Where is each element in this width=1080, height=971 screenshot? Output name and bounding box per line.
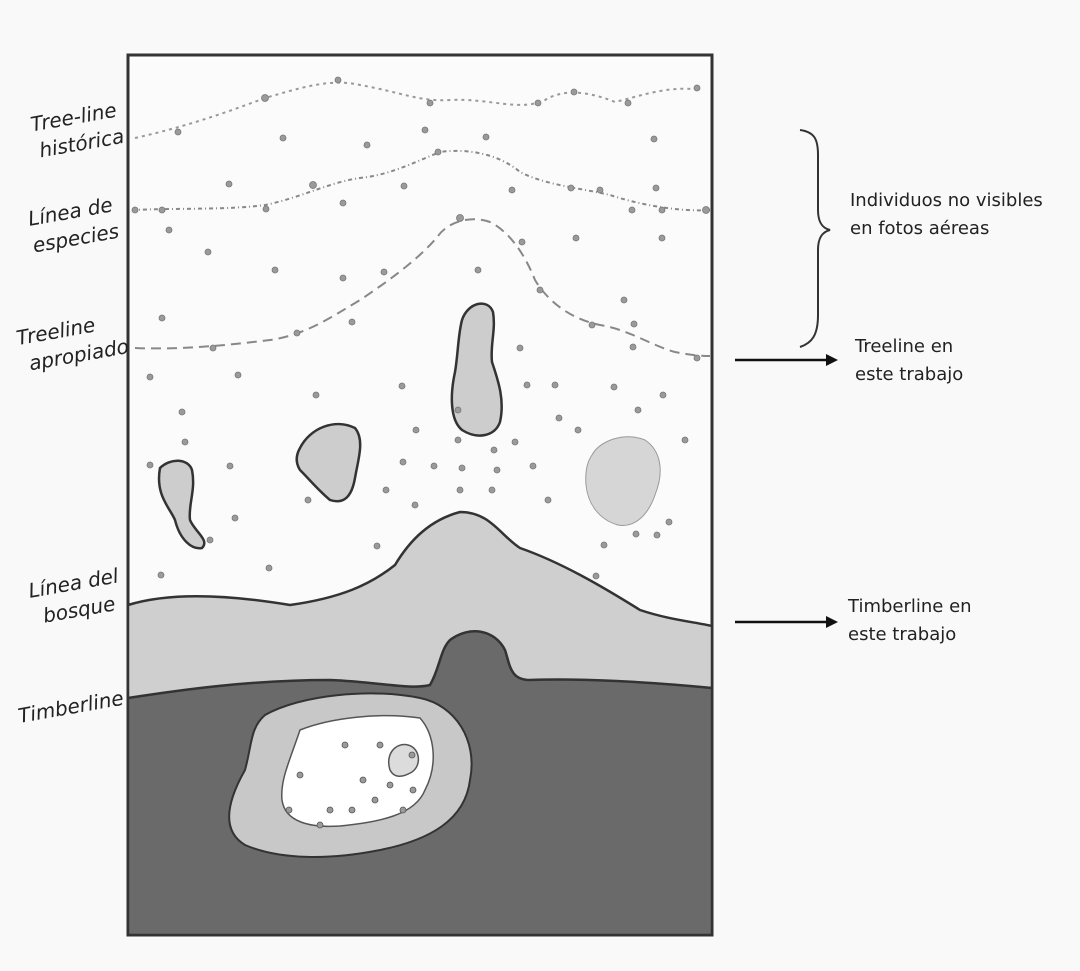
svg-text:Timberline en: Timberline en [847, 596, 972, 617]
treeline-arrow [735, 354, 838, 366]
svg-text:Timberline: Timberline [16, 686, 125, 728]
svg-text:este trabajo: este trabajo [848, 624, 956, 645]
label-timberline: Timberline [16, 686, 125, 728]
label-treeline-apropiado: Treeline apropiado [14, 308, 130, 377]
label-linea-especies: Línea de especies [26, 192, 121, 257]
svg-text:en fotos aéreas: en fotos aéreas [850, 218, 989, 239]
brace [800, 130, 830, 347]
label-individuos-no-visibles: Individuos no visibles en fotos aéreas [850, 190, 1043, 239]
timberline-arrow [735, 616, 838, 628]
svg-text:este trabajo: este trabajo [855, 364, 963, 385]
label-tree-line-historica: Tree-line histórica [29, 97, 126, 163]
svg-text:Individuos no visibles: Individuos no visibles [850, 190, 1043, 211]
label-treeline-en-este-trabajo: Treeline en este trabajo [854, 336, 963, 385]
svg-text:Treeline en: Treeline en [854, 336, 953, 357]
label-timberline-en-este-trabajo: Timberline en este trabajo [847, 596, 972, 645]
label-linea-bosque: Línea del bosque [27, 563, 126, 629]
